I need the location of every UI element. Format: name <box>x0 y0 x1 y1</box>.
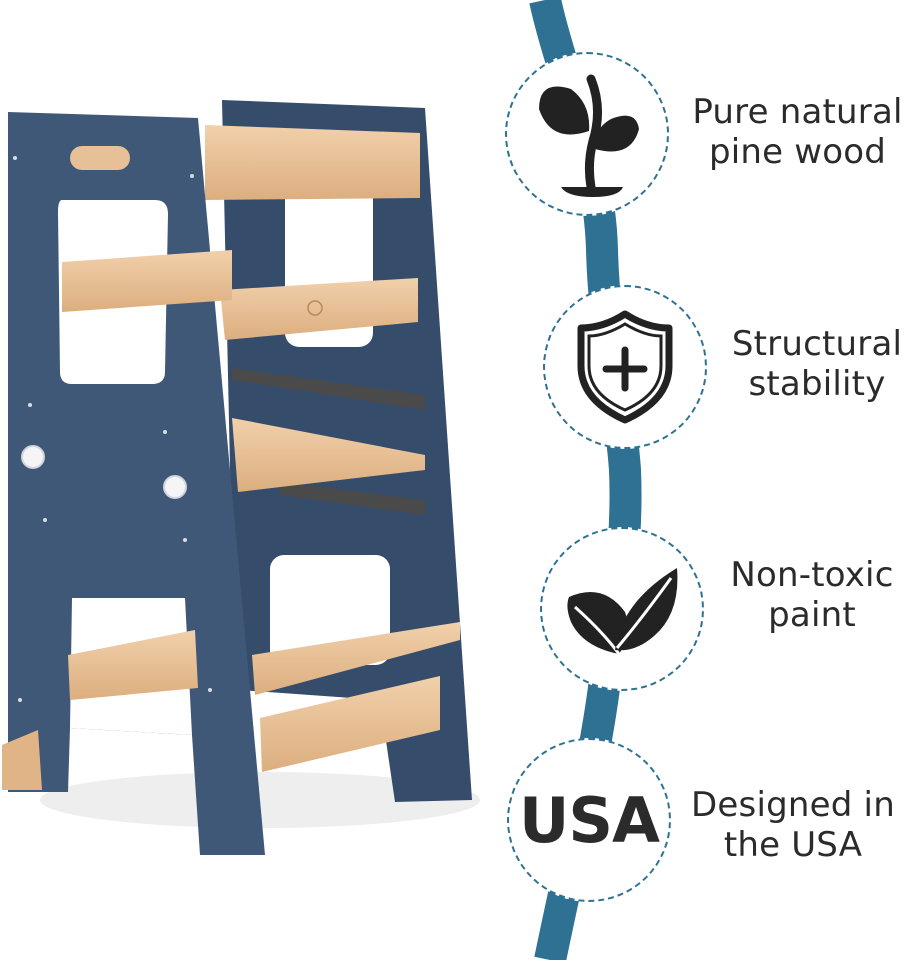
feature-circle-stability <box>543 285 707 449</box>
feature-circle-wood <box>505 52 669 216</box>
feature-label-usa: Designed in the USA <box>691 785 895 865</box>
shield-plus-icon <box>577 310 673 423</box>
feature-label-stability: Structural stability <box>731 324 903 404</box>
feature-label-wood: Pure natural pine wood <box>692 92 903 172</box>
leaves-icon <box>567 567 678 655</box>
feature-circle-paint <box>540 527 704 691</box>
feature-label-paint: Non-toxic paint <box>730 555 894 635</box>
usa-badge: USA <box>519 783 660 857</box>
sprout-icon <box>539 74 639 197</box>
step-tower-illustration <box>2 100 480 855</box>
feature-circle-usa: USA <box>507 738 671 902</box>
